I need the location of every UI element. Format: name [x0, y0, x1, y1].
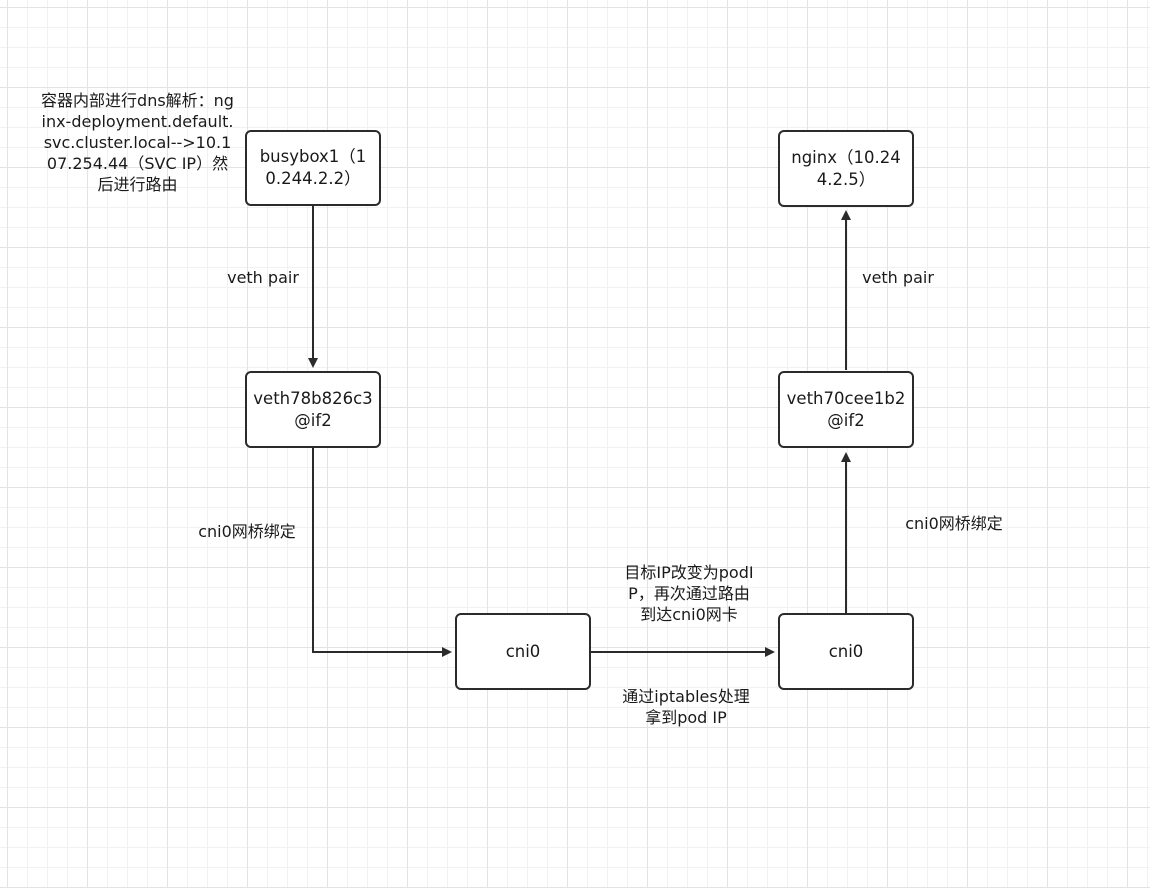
node-veth-right[interactable]: veth70cee1b2@if2 [778, 371, 914, 448]
label-dns-note: 容器内部进行dns解析：nginx-deployment.default.svc… [41, 91, 234, 194]
node-busybox1[interactable]: busybox1（10.244.2.2） [245, 130, 381, 206]
node-nginx[interactable]: nginx（10.244.2.5） [778, 130, 914, 207]
edge-veth-left-to-cni0-left [312, 448, 452, 657]
label-iptables-note: 通过iptables处理拿到pod IP [622, 687, 750, 727]
node-nginx-label: nginx（10.244.2.5） [791, 147, 901, 189]
node-veth-left[interactable]: veth78b826c3@if2 [245, 371, 381, 448]
node-veth-left-label: veth78b826c3@if2 [253, 388, 373, 430]
node-busybox1-label: busybox1（10.244.2.2） [259, 147, 367, 188]
label-veth-pair-right: veth pair [862, 268, 934, 287]
node-cni0-right-label: cni0 [828, 641, 864, 661]
node-cni0-left-label: cni0 [505, 641, 541, 661]
label-target-ip-change: 目标IP改变为podIP，再次通过路由到达cni0网卡 [624, 563, 754, 624]
label-veth-pair-left: veth pair [227, 268, 299, 287]
label-cni0-bind-right: cni0网桥绑定 [905, 514, 1003, 533]
node-cni0-right[interactable]: cni0 [778, 613, 914, 690]
label-cni0-bind-left: cni0网桥绑定 [198, 522, 296, 541]
node-veth-right-label: veth70cee1b2@if2 [786, 388, 906, 430]
node-cni0-left[interactable]: cni0 [455, 613, 591, 690]
